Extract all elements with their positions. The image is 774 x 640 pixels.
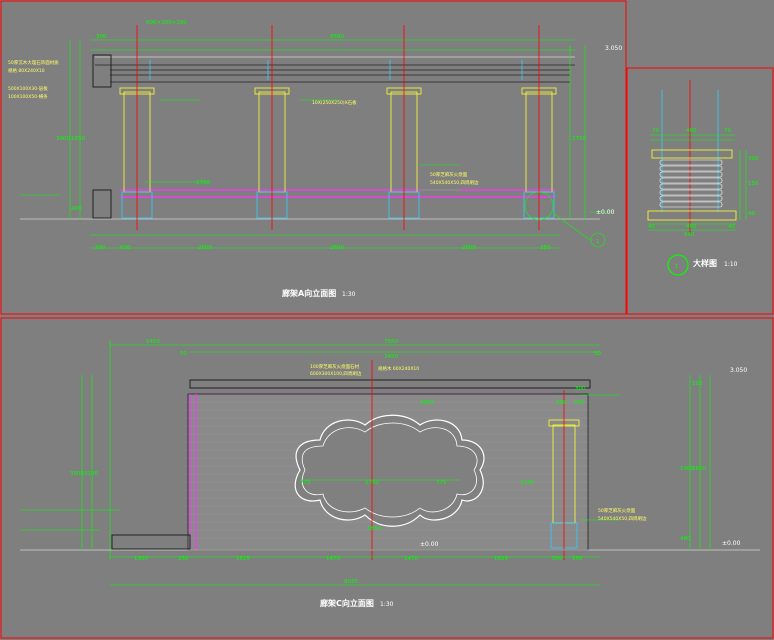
wall-block-top xyxy=(92,54,112,88)
title-detail: 大样图 xyxy=(693,258,717,268)
dim-c-1: 7550 xyxy=(384,339,398,345)
dim-a-b0: 300 xyxy=(95,245,106,251)
dim-c-i1: 775 xyxy=(300,480,311,486)
detail-side-1: 150 xyxy=(748,181,759,187)
dim-a-b1: 600 xyxy=(120,245,131,251)
wall-block-bottom xyxy=(92,189,112,219)
note-a-6: 540X540X50,四周刷边 xyxy=(430,179,479,186)
dim-c-5: 300 xyxy=(575,386,586,392)
level-a-ground: ±0.00 xyxy=(596,209,615,216)
column-c xyxy=(548,390,580,560)
dim-c-4: 50 xyxy=(594,351,601,357)
level-c-top: 3.050 xyxy=(730,367,747,374)
detail-dim-6: 540 xyxy=(684,232,695,238)
note-c-0: 100厚芝麻灰火烧面石材 xyxy=(310,363,360,370)
dim-c-b0: 1300 xyxy=(134,556,148,562)
detail-drawing xyxy=(647,80,747,276)
dim-c-b3: 1470 xyxy=(326,556,340,562)
dim-a-b4: 2600 xyxy=(462,245,476,251)
dim-c-h0: 3500 xyxy=(70,471,84,477)
detail-marker xyxy=(667,254,689,276)
title-a: 廊架A向立面图 xyxy=(282,288,336,298)
detail-dim-2: 70 xyxy=(724,128,731,134)
dim-c-i6: 300 xyxy=(556,400,567,406)
note-c-2: 规格木 60X240X10 xyxy=(378,365,419,372)
note-c-4: 540X540X50,四周刷边 xyxy=(598,515,647,522)
level-a-top: 3.050 xyxy=(605,45,622,52)
note-a-1: 规格 80X240X10 xyxy=(8,67,45,74)
dim-c-2: 7450 xyxy=(384,354,398,360)
title-c: 廊架C向立面图 xyxy=(320,598,374,608)
dim-c-3: 50 xyxy=(180,351,187,357)
column-a2 xyxy=(254,25,290,230)
dim-a-b2: 2600 xyxy=(198,245,212,251)
dim-c-h1: 3100 xyxy=(84,471,98,477)
column-a1 xyxy=(119,25,155,230)
detail-dim-4: 45 xyxy=(648,224,655,230)
dim-c-i4: 2140 xyxy=(520,480,534,486)
dim-c-b7: 550 xyxy=(572,556,583,562)
detail-side-2: 40 xyxy=(748,211,755,217)
dim-c-i3: 775 xyxy=(436,480,447,486)
detail-dim-0: 70 xyxy=(652,128,659,134)
scale-detail: 1:10 xyxy=(724,261,738,268)
note-a-5: 50厚芝麻灰火烧面 xyxy=(430,171,468,178)
dim-a-h1: 1650 xyxy=(71,136,85,142)
dim-a-left: 300 xyxy=(96,34,107,40)
note-c-3: 50厚芝麻灰火烧面 xyxy=(598,507,636,514)
detail-stack xyxy=(659,159,723,208)
dim-c-b1: 250 xyxy=(178,556,189,562)
dim-c-i7: 255 xyxy=(574,400,585,406)
dim-c-b5: 1825 xyxy=(494,556,508,562)
note-c-1: 600X300X100,四周刷边 xyxy=(310,370,362,377)
frame-c xyxy=(0,317,774,639)
scale-a: 1:30 xyxy=(342,291,356,298)
callout-circle xyxy=(590,232,606,248)
column-a3 xyxy=(386,25,422,230)
detail-dim-5: 45 xyxy=(728,224,735,230)
dim-a-b5: 250 xyxy=(540,245,551,251)
frame-detail xyxy=(626,67,774,315)
dim-c-b6: 500 xyxy=(552,556,563,562)
frame-a xyxy=(0,0,627,315)
note-a-4: 10X(250X250)X石板 xyxy=(312,99,357,106)
level-c-mid: ±0.00 xyxy=(420,541,439,548)
cloud-window xyxy=(294,414,485,527)
detail-side-0: 300 xyxy=(748,156,759,162)
note-a-3: 100X100X50-横条 xyxy=(8,93,48,100)
dim-a-beam: 600×300×100 xyxy=(146,20,187,26)
dim-a-h2: 400 xyxy=(71,206,82,212)
dim-c-0: 1450 xyxy=(146,339,160,345)
detail-marker-label: 1 xyxy=(675,264,679,270)
dim-a-span: 2700 xyxy=(196,180,210,186)
dim-c-h5: 100 xyxy=(692,381,703,387)
dim-c-total: 8035 xyxy=(344,579,358,585)
level-c-ground: ±0.00 xyxy=(722,540,741,547)
dim-a-total: 8580 xyxy=(330,34,344,40)
dim-c-h3: 1900 xyxy=(680,466,694,472)
dim-c-i5: 1830 xyxy=(367,526,381,532)
note-a-2: 500X100X30-层板 xyxy=(8,85,48,92)
column-a4 xyxy=(521,25,591,241)
dim-c-h2: 2600 xyxy=(692,466,706,472)
detail-dim-3: 400 xyxy=(686,224,697,230)
dim-c-i2: 1762 xyxy=(365,480,379,486)
dim-a-h3: 2750 xyxy=(572,136,586,142)
dim-c-h4: 480 xyxy=(680,536,691,542)
dim-c-i0: 4005 xyxy=(420,400,434,406)
elevation-c xyxy=(20,340,760,586)
scale-c: 1:30 xyxy=(380,601,394,608)
dim-a-b3: 2600 xyxy=(330,245,344,251)
dim-c-b4: 1470 xyxy=(404,556,418,562)
note-a-0: 50厚沉木大理石饰面材质 xyxy=(8,59,59,66)
dim-a-h0: 3000 xyxy=(56,136,70,142)
detail-dim-1: 400 xyxy=(686,128,697,134)
elevation-a xyxy=(20,25,612,249)
dim-c-b2: 1815 xyxy=(236,556,250,562)
callout-a: 1 xyxy=(596,239,600,245)
